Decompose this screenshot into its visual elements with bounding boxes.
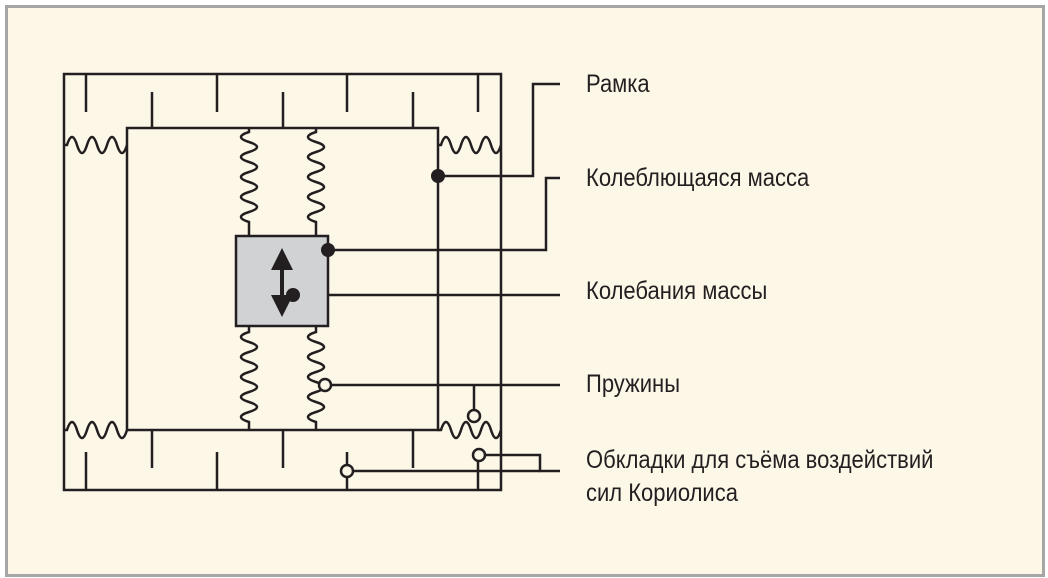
outer-frame: [62, 72, 503, 492]
oscillation-arrow-icon: [271, 248, 293, 317]
spring-bottom-left: [239, 326, 259, 430]
label-oscillating-mass: Колеблющаяся масса: [586, 164, 810, 192]
plate-marker-right: [471, 447, 487, 463]
label-mass-oscillation: Колебания массы: [586, 277, 768, 305]
diagram-panel: [5, 5, 1045, 577]
spring-left-bottom: [64, 420, 129, 440]
mass-dot: [321, 243, 335, 257]
spring-marker: [317, 377, 333, 393]
leader-frame: [438, 82, 560, 178]
spring-left-top: [64, 135, 129, 155]
spring-right-top: [438, 135, 503, 155]
leader-lines: [293, 82, 560, 473]
bottom-inner-comb: [150, 430, 415, 468]
label-plates-line2: сил Кориолиса: [586, 479, 738, 507]
top-inner-comb: [150, 92, 415, 128]
inner-frame: [125, 126, 440, 432]
leader-oscillating-mass: [328, 176, 560, 252]
spring-top-right: [306, 128, 326, 236]
label-plates-line1: Обкладки для съёма воздействий: [586, 446, 934, 474]
spring-marker-right: [466, 408, 482, 424]
label-springs: Пружины: [586, 370, 681, 398]
spring-bottom-right: [306, 326, 326, 430]
leader-plates-b: [479, 453, 560, 473]
spring-right-bottom: [438, 420, 503, 440]
label-frame: Рамка: [586, 70, 650, 98]
plate-marker-center: [339, 463, 355, 479]
top-outer-comb: [84, 74, 480, 112]
frame-dot: [431, 169, 445, 183]
oscillation-dot: [286, 288, 300, 302]
spring-top-left: [239, 128, 259, 236]
